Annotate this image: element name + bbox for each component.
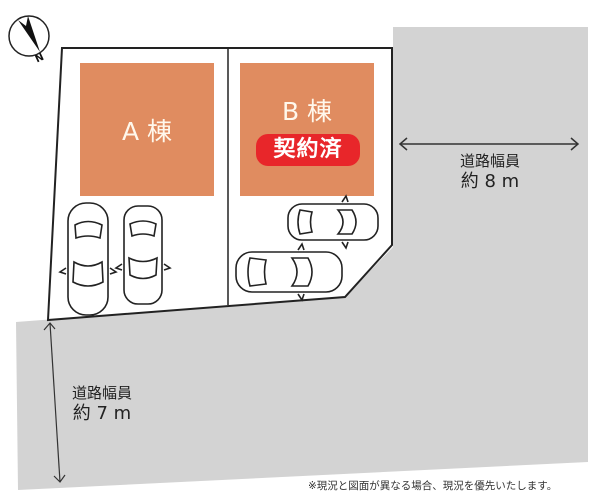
east-road-label: 道路幅員 約 8 m <box>430 152 550 193</box>
south-road-label: 道路幅員 約 7 m <box>62 384 142 425</box>
footnote: ※現況と図面が異なる場合、現況を優先いたします。 <box>308 480 558 492</box>
building-a-label: A 棟 <box>121 117 173 146</box>
building-a[interactable] <box>80 63 214 196</box>
east-road-width: 約 8 m <box>460 170 520 192</box>
car-icon <box>114 205 172 305</box>
road-width-arrow-south <box>43 322 66 483</box>
car-icon <box>58 202 118 316</box>
car-icon <box>287 194 379 250</box>
south-road-width: 約 7 m <box>72 402 132 424</box>
building-b-label: B 棟 <box>281 97 333 126</box>
east-road-title: 道路幅員 <box>459 152 520 170</box>
building-b[interactable] <box>240 63 374 196</box>
north-arrow-icon: N <box>8 15 50 66</box>
road-width-arrow-east <box>398 137 580 151</box>
east-road-area <box>16 27 588 490</box>
contracted-badge: 契約済 <box>256 134 360 166</box>
south-road-title: 道路幅員 <box>71 384 132 402</box>
car-icon <box>235 242 343 302</box>
svg-text:N: N <box>34 52 46 66</box>
